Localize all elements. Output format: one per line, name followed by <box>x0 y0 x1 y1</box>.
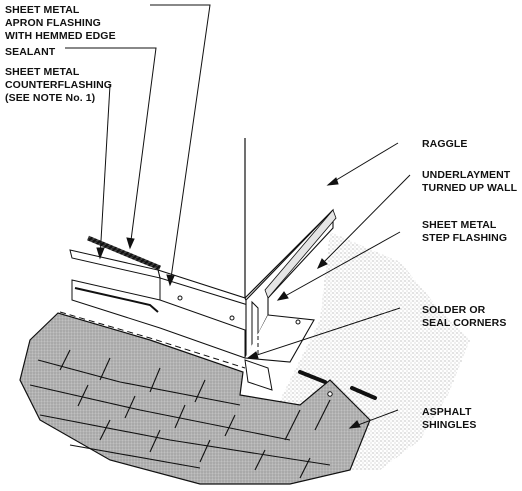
label-apron-2: APRON FLASHING <box>5 17 101 29</box>
label-sealant: SEALANT <box>5 46 56 58</box>
labels-left: SHEET METAL APRON FLASHING WITH HEMMED E… <box>5 4 116 104</box>
label-step-2: STEP FLASHING <box>422 232 507 244</box>
label-underlayment-2: TURNED UP WALL <box>422 182 518 194</box>
label-step-1: SHEET METAL <box>422 219 497 231</box>
shingle-nail-slots <box>298 370 377 400</box>
label-apron-1: SHEET METAL <box>5 4 80 16</box>
label-solder-2: SEAL CORNERS <box>422 317 506 329</box>
leader-lines <box>65 4 411 429</box>
underlayment-strip <box>264 209 337 299</box>
label-apron-3: WITH HEMMED EDGE <box>5 30 116 42</box>
label-counter-1: SHEET METAL <box>5 66 80 78</box>
label-asphalt-1: ASPHALT <box>422 406 472 418</box>
label-counter-3: (SEE NOTE No. 1) <box>5 92 95 104</box>
label-counter-2: COUNTERFLASHING <box>5 79 112 91</box>
counterflashing-base <box>244 359 273 391</box>
labels-right: RAGGLE UNDERLAYMENT TURNED UP WALL SHEET… <box>422 138 518 431</box>
label-underlayment-1: UNDERLAYMENT <box>422 169 511 181</box>
asphalt-shingle-field <box>19 311 371 485</box>
label-raggle: RAGGLE <box>422 138 468 150</box>
label-asphalt-2: SHINGLES <box>422 419 476 431</box>
label-solder-1: SOLDER OR <box>422 304 486 316</box>
apron-flashing <box>69 249 249 359</box>
